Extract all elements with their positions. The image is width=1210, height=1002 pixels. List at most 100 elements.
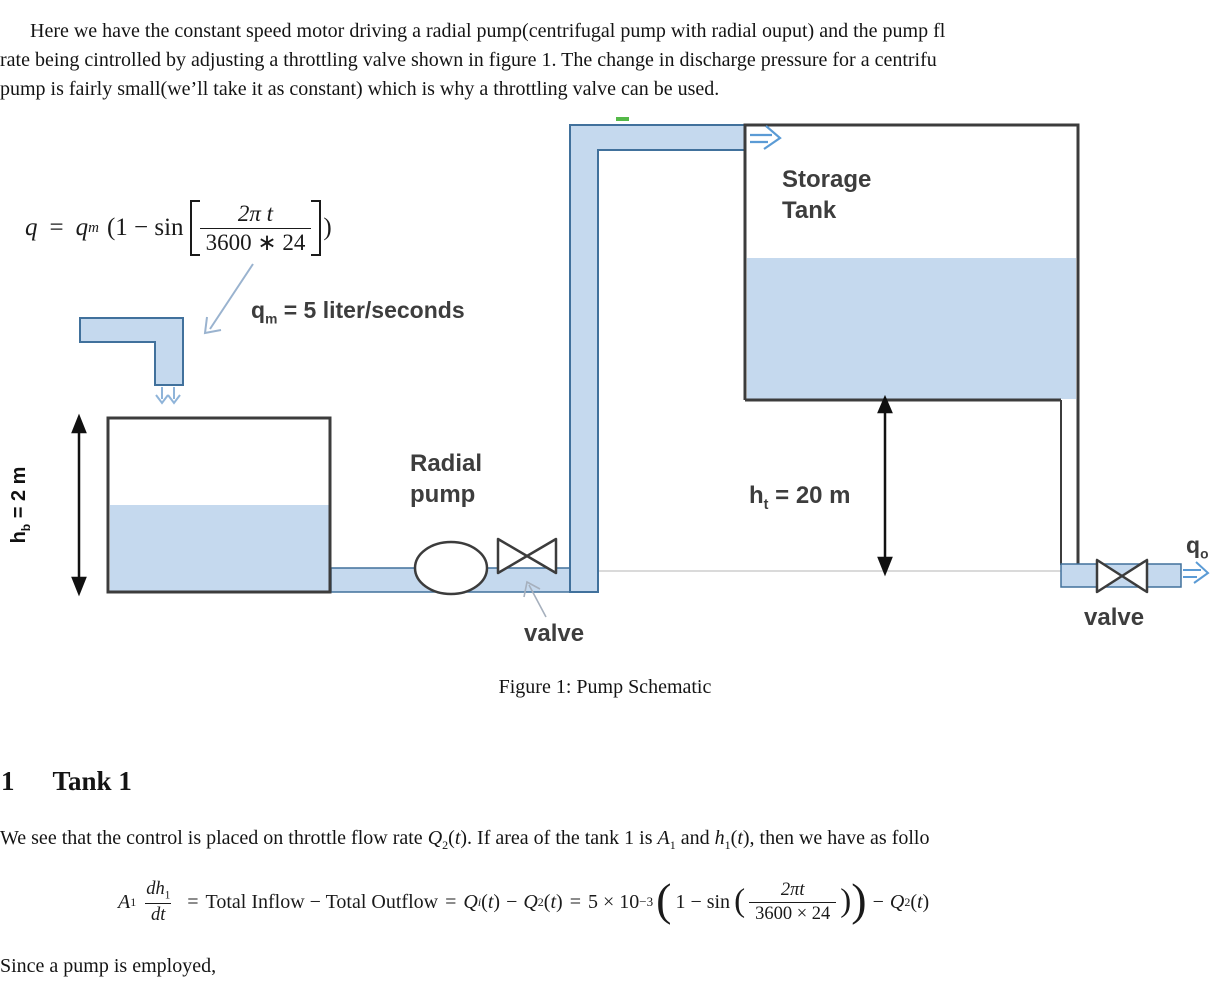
ht-label-base: h xyxy=(749,482,764,509)
p1-text-1: We see that the control is placed on thr… xyxy=(0,827,428,849)
eq-pc-1: ) xyxy=(493,890,501,913)
eq-po-2: ( xyxy=(543,890,551,913)
inlet-pipe xyxy=(79,317,184,386)
eq-inner-paren-close: ) xyxy=(840,882,852,919)
eq-minus-1: − xyxy=(506,890,518,913)
formula-close-group: ) xyxy=(323,214,332,242)
formula-fraction: 2π t 3600 ∗ 24 xyxy=(199,200,312,257)
qm-note-base: q xyxy=(251,297,266,323)
right-bracket-icon xyxy=(311,200,322,257)
hb-label: hb = 2 m xyxy=(7,445,35,565)
ht-dimension-arrow xyxy=(877,394,893,577)
eq-total-text: Total Inflow − Total Outflow xyxy=(205,890,439,913)
throttle-valve-left-icon xyxy=(496,537,558,575)
p1-text-4: , then we have as follo xyxy=(749,827,930,849)
section-number: 1 xyxy=(1,766,15,796)
outflow-arrow-icon xyxy=(1183,561,1210,584)
eq-frac-dh-dt: dh1 dt xyxy=(140,878,176,927)
formula-qm: q xyxy=(75,214,89,242)
hb-label-sub: b xyxy=(19,523,33,532)
eq-A-sub: 1 xyxy=(130,894,137,909)
figure-caption: Figure 1: Pump Schematic xyxy=(498,676,712,698)
formula-pointer-arrow-icon xyxy=(203,263,254,335)
eq-t-3: t xyxy=(916,890,923,913)
eq-pc-2: ) xyxy=(556,890,563,913)
eq-po-3: ( xyxy=(910,890,917,913)
qm-note-rest: = 5 liter/seconds xyxy=(277,297,465,323)
ht-label: ht = 20 m xyxy=(749,481,851,514)
ht-label-sub: t xyxy=(763,496,769,513)
eq-frac2-den: 3600 × 24 xyxy=(749,901,837,926)
qm-note: qm = 5 liter/seconds xyxy=(251,296,465,328)
ht-label-rest: = 20 m xyxy=(768,482,851,509)
eq-t-1: t xyxy=(487,890,494,913)
inflow-arrow-icon xyxy=(750,125,782,150)
intro-line-2: rate being cintrolled by adjusting a thr… xyxy=(0,49,937,71)
pump-circle xyxy=(413,540,489,596)
p1-t-var: t xyxy=(454,827,461,849)
eq-t-2: t xyxy=(550,890,557,913)
hb-label-base: h xyxy=(8,531,30,544)
formula-equals: = xyxy=(49,214,64,242)
formula-frac-den: 3600 ∗ 24 xyxy=(199,227,312,257)
eq-equals-3: = xyxy=(569,890,581,913)
p1-Q2: Q xyxy=(427,827,443,849)
intro-line-3: pump is fairly small(we’ll take it as co… xyxy=(0,78,720,100)
p1-h1-sub: 1 xyxy=(724,838,731,852)
eq-dh-sub: 1 xyxy=(164,889,171,902)
eq-equals-1: = xyxy=(187,890,199,913)
radial-pump-label-line1: Radial xyxy=(410,450,483,477)
storage-tank-label: Storage Tank xyxy=(782,165,871,226)
p1-Q2-sub: 2 xyxy=(442,838,449,852)
p1-h1: h xyxy=(714,827,725,849)
eq-inner-paren-open: ( xyxy=(734,882,746,919)
radial-pump-label-line2: pump xyxy=(410,480,476,508)
formula-open-group: (1 − sin xyxy=(106,214,184,242)
qo-label: qo xyxy=(1186,531,1209,563)
p1-A1: A xyxy=(657,827,670,849)
qo-label-base: q xyxy=(1186,532,1201,558)
storage-tank-water xyxy=(747,258,1076,399)
eq-A: A xyxy=(118,890,131,913)
p1-paren-open: ( xyxy=(448,827,455,849)
closing-line: Since a pump is employed, xyxy=(0,955,217,977)
throttle-valve-right-icon xyxy=(1095,558,1149,594)
eq-Q2a-sub: 2 xyxy=(537,894,544,909)
valve-pointer-arrow-icon xyxy=(523,580,547,618)
p1-t-var-2: t xyxy=(737,827,743,849)
eq-frac-2pit: 2πt 3600 × 24 xyxy=(749,879,837,926)
eq-one-minus-sin: 1 − sin xyxy=(675,890,731,913)
green-mark xyxy=(616,117,629,121)
eq-Q2b-sub: 2 xyxy=(904,894,911,909)
eq-Qi: Q xyxy=(463,890,478,913)
p1-paren-close: ) xyxy=(460,827,468,849)
intro-paragraph: Here we have the constant speed motor dr… xyxy=(0,17,1210,104)
eq-minus-2: − xyxy=(872,890,884,913)
radial-pump-label: Radial pump xyxy=(410,449,482,510)
eq-dh: dh xyxy=(146,878,165,899)
valve-left-label: valve xyxy=(524,620,585,647)
storage-tank-label-line1: Storage xyxy=(782,166,872,193)
p1-text-3: and xyxy=(675,827,715,849)
p1-paren-close-2: ) xyxy=(742,827,750,849)
eq-Q2a: Q xyxy=(523,890,538,913)
storage-tank-shape xyxy=(743,123,1080,564)
formula-frac-num: 2π t xyxy=(237,201,274,226)
formula-qm-sub: m xyxy=(88,219,99,236)
qm-note-sub: m xyxy=(265,311,278,327)
eq-frac2-num: 2πt xyxy=(780,879,805,900)
hb-label-rest: = 2 m xyxy=(8,466,30,524)
p1-paren-open-2: ( xyxy=(730,827,738,849)
formula-q: q xyxy=(25,214,38,242)
hb-dimension-arrow xyxy=(71,413,87,597)
eq-equals-2: = xyxy=(445,890,457,913)
eq-Qi-sub: i xyxy=(477,894,482,909)
valve-right-label: valve xyxy=(1084,604,1145,631)
section-title: Tank 1 xyxy=(52,766,132,796)
qo-label-sub: o xyxy=(1200,546,1209,562)
riser-pipe xyxy=(569,124,746,593)
